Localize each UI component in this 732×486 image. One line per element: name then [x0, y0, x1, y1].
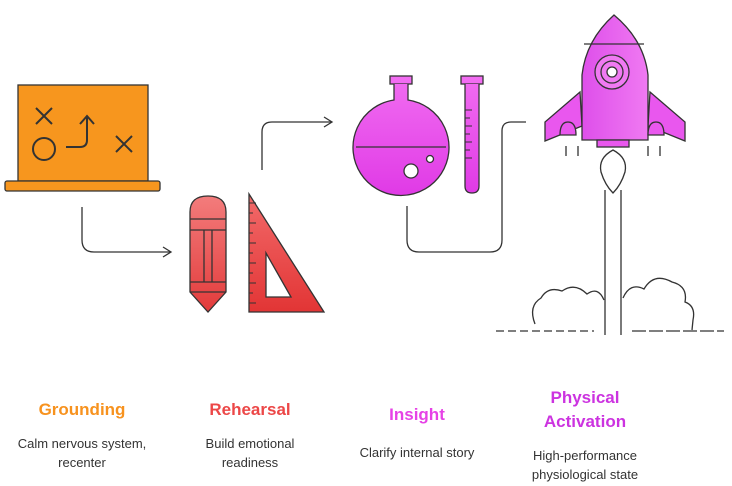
flame-icon	[565, 146, 661, 194]
stage-desc-grounding: Calm nervous system, recenter	[17, 436, 147, 470]
smoke-cloud-icon	[496, 277, 724, 332]
exhaust-trail	[604, 190, 622, 335]
rocket-icon	[544, 14, 686, 148]
arrow-head-2	[323, 116, 334, 128]
stage-title-grounding: Grounding	[38, 400, 126, 419]
set-square-icon	[248, 191, 326, 313]
flask-icon	[352, 75, 450, 197]
pencil-icon	[189, 195, 227, 313]
stage-title-activation: Physical Activation	[543, 388, 627, 431]
stage-desc-activation: High-performance physiological state	[531, 448, 639, 482]
test-tube-icon	[460, 75, 484, 194]
laptop-strategy-icon	[4, 84, 161, 192]
connector-arrow-2	[261, 121, 331, 170]
arrow-head-1	[162, 246, 173, 258]
connector-line-3	[406, 121, 526, 253]
stage-desc-insight: Clarify internal story	[359, 445, 475, 460]
stage-title-insight: Insight	[389, 405, 445, 424]
stage-title-rehearsal: Rehearsal	[209, 400, 291, 419]
stage-desc-rehearsal: Build emotional readiness	[205, 436, 295, 470]
connector-arrow-1	[81, 207, 170, 253]
